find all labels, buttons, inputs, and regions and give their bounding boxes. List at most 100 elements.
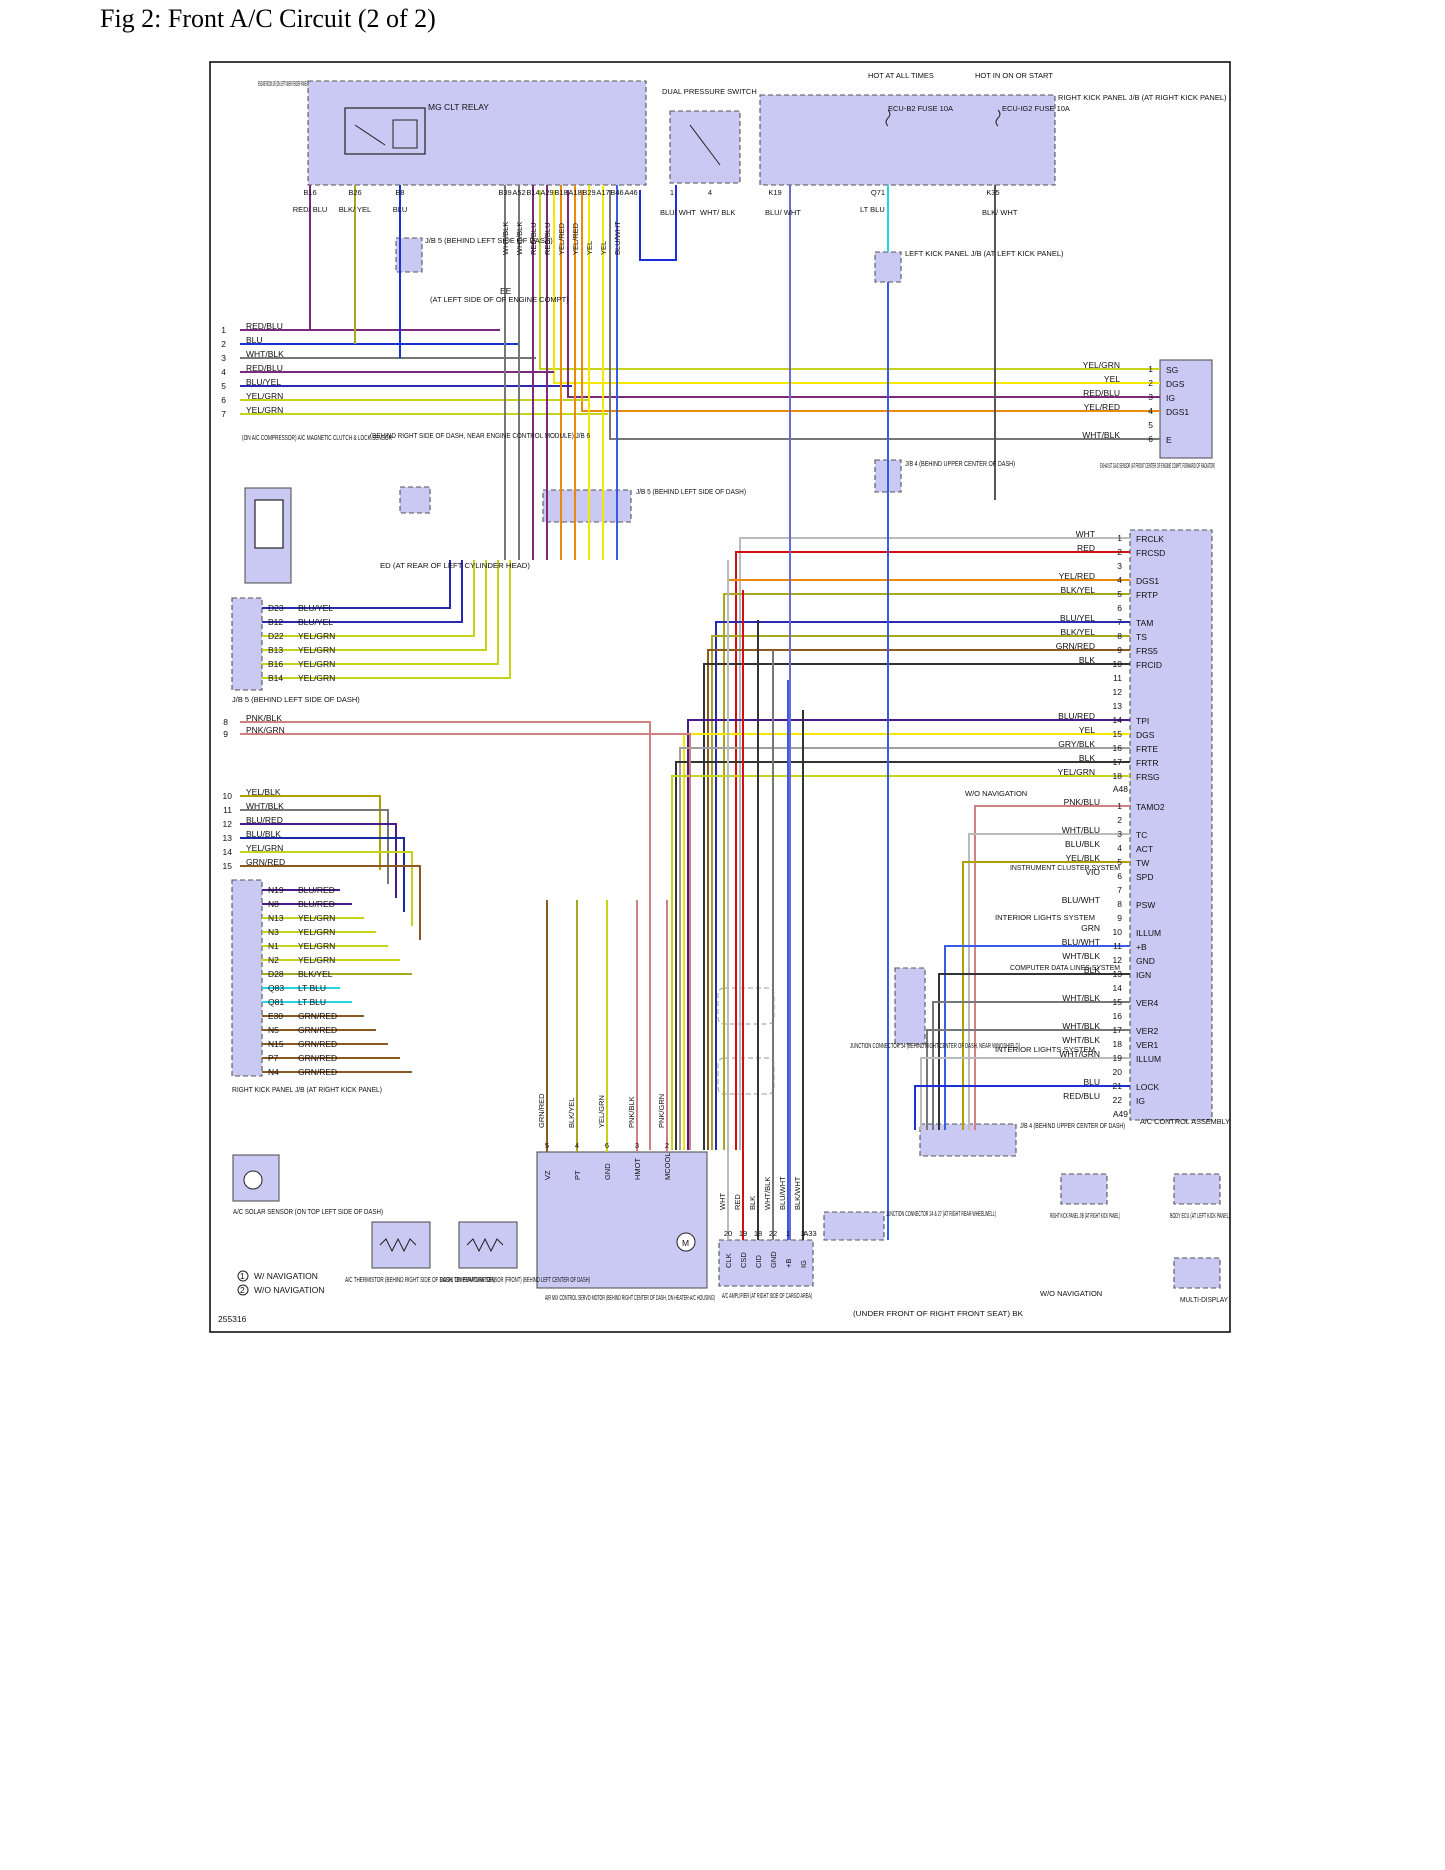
acc-a-pin-name: FRS5 (1136, 646, 1158, 656)
left-harness-num: 4 (221, 367, 226, 377)
label-jb4-upper: J/B 4 (BEHIND UPPER CENTER OF DASH) (905, 459, 1015, 468)
dp-pin-1: 1 (670, 188, 674, 197)
acc-a-pin-wire: BLK/YEL (1061, 585, 1096, 595)
rk-pin-wire: BLU/RED (298, 885, 335, 895)
lower-harness-line (240, 837, 405, 912)
top-pin-wire: WHT/BLK (501, 222, 510, 255)
acc-a-pin-num: 11 (1113, 673, 1122, 683)
label-instrument-cluster: INSTRUMENT CLUSTER SYSTEM (1010, 863, 1120, 872)
lower-harness-num: 14 (223, 847, 233, 857)
rk-pin-wire: YEL/GRN (298, 941, 335, 951)
jb5-wire (262, 560, 511, 679)
servo-pin-name: GND (603, 1163, 612, 1180)
diagram-id: 255316 (218, 1314, 247, 1324)
top-pin: B14 (526, 188, 539, 197)
acc-b-pin-name: IGN (1136, 970, 1151, 980)
acc-a-pin-num: 9 (1117, 645, 1122, 655)
acc-a-pin-name: FRCSD (1136, 548, 1165, 558)
left-harness-wire: RED/BLU (246, 363, 283, 373)
servo-pin-name: VZ (543, 1170, 552, 1180)
servo-pin-name: MCOOL (663, 1152, 672, 1180)
ecu-b2-fuse-symbol (885, 109, 891, 127)
jb5-pin: D23 (268, 603, 284, 613)
junction-connector-2427 (823, 1211, 885, 1241)
label-right-kick-left: RIGHT KICK PANEL J/B (AT RIGHT KICK PANE… (232, 1085, 382, 1094)
left-harness-num: 7 (221, 409, 226, 419)
label-jb4-bottom: J/B 4 (BEHIND UPPER CENTER OF DASH) (1020, 1121, 1125, 1130)
exhaust-pin-num: 4 (1148, 406, 1153, 416)
jb5-wire (262, 560, 487, 651)
acc-b-pin-name: VER1 (1136, 1040, 1158, 1050)
top-pin-wire: BLU/WHT (613, 221, 622, 255)
label-wo-nav-1: W/O NAVIGATION (1040, 1289, 1102, 1298)
amp-pin-wire: BLK (748, 1196, 757, 1210)
acc-b-wire (974, 805, 1130, 1130)
multi-display (1173, 1257, 1221, 1289)
acc-a-pin-num: 6 (1117, 603, 1122, 613)
acc-a-wire (711, 635, 1130, 1150)
label-ac-amp: A/C AMPLIFIER (AT RIGHT SIDE OF CARGO AR… (722, 1291, 812, 1300)
acc-a-pin-wire: BLK (1079, 655, 1095, 665)
rk-top-k19-wire: BLU/ WHT (765, 208, 801, 217)
acc-b-pin-wire: WHT/BLU (1062, 825, 1100, 835)
acc-b-pin-wire: BLK (1084, 965, 1100, 975)
acc-b-pin-wire: WHT/GRN (1059, 1049, 1100, 1059)
left-harness-wire: YEL/GRN (246, 391, 283, 401)
dp-line (639, 185, 677, 261)
mid-harness-num: 8 (223, 717, 228, 727)
jb5-wire (262, 560, 499, 665)
acc-a-pin-num: 5 (1117, 589, 1122, 599)
acc-a-wire (671, 775, 1130, 1150)
label-ee-note: (AT LEFT SIDE OF OF ENGINE COMPT) (430, 295, 569, 304)
jb5-pin: B16 (268, 659, 283, 669)
rk-top-k19: K19 (768, 188, 781, 197)
acc-b-pin-name: IG (1136, 1096, 1145, 1106)
acc-b-pin-num: 20 (1113, 1067, 1123, 1077)
left-harness-num: 1 (221, 325, 226, 335)
jb5-left-connector (231, 597, 263, 691)
amp-pin-wire: RED (733, 1194, 742, 1210)
servo-pin-num: 4 (575, 1141, 579, 1150)
left-harness-wire: BLU (246, 335, 263, 345)
acc-a-pin-wire: BLK (1079, 753, 1095, 763)
label-compressor: (ON A/C COMPRESSOR) A/C MAGNETIC CLUTCH … (242, 433, 392, 442)
label-multi-display: MULTI-DISPLAY (1180, 1295, 1228, 1304)
top-pin: A46 (624, 188, 637, 197)
acc-b-pin-name: LOCK (1136, 1082, 1159, 1092)
acc-b-pin-wire: PNK/BLU (1064, 797, 1100, 807)
acc-b-pin-wire: RED/BLU (1063, 1091, 1100, 1101)
label-jb6: (BEHIND RIGHT SIDE OF DASH, NEAR ENGINE … (370, 433, 590, 440)
right-kick-jb-top (759, 94, 1056, 186)
acc-a-pin-name: TS (1136, 632, 1147, 642)
pressure-switch-contact (689, 124, 721, 166)
acc-a-wire (675, 761, 1130, 1150)
acc-b-pin-wire: WHT/BLK (1062, 993, 1100, 1003)
left-harness-wire: WHT/BLK (246, 349, 284, 359)
acc-b-pin-num: 5 (1117, 857, 1122, 867)
label-mg-clt: MG CLT RELAY (428, 102, 489, 112)
lower-harness-line (240, 809, 389, 884)
top-pin-wire: BLK/ YEL (339, 205, 371, 214)
exhaust-wire (539, 190, 1160, 370)
label-wo-nav-2: W/O NAVIGATION (965, 789, 1027, 798)
top-pin: A18 (568, 188, 581, 197)
rk-pin: N5 (268, 1025, 279, 1035)
acc-b-wire (914, 1085, 1130, 1130)
acc-b-pin-wire: BLU/WHT (1062, 895, 1100, 905)
lower-harness-line (240, 823, 397, 898)
mid-harness-line (240, 721, 651, 1150)
room-temp-symbol (466, 1237, 504, 1253)
label-air-mix: AIR MIX CONTROL SERVO MOTOR (BEHIND RIGH… (545, 1293, 715, 1302)
acc-b-pin-num: 6 (1117, 871, 1122, 881)
acc-a-pin-name: FRTR (1136, 758, 1159, 768)
acc-b-pin-num: 12 (1113, 955, 1123, 965)
exhaust-pin-name: SG (1166, 365, 1178, 375)
label-ecu-b2: ECU-B2 FUSE 10A (888, 104, 953, 113)
left-kick-jb-connector (874, 251, 902, 283)
acc-a-pin-num: 13 (1113, 701, 1123, 711)
rk-top-k35-wire: BLK/ WHT (982, 208, 1018, 217)
exhaust-pin-name: DGS1 (1166, 407, 1189, 417)
label-ac-control: A/C CONTROL ASSEMBLY (1140, 1117, 1230, 1126)
label-ed: ED (AT REAR OF LEFT CYLINDER HEAD) (380, 561, 531, 570)
